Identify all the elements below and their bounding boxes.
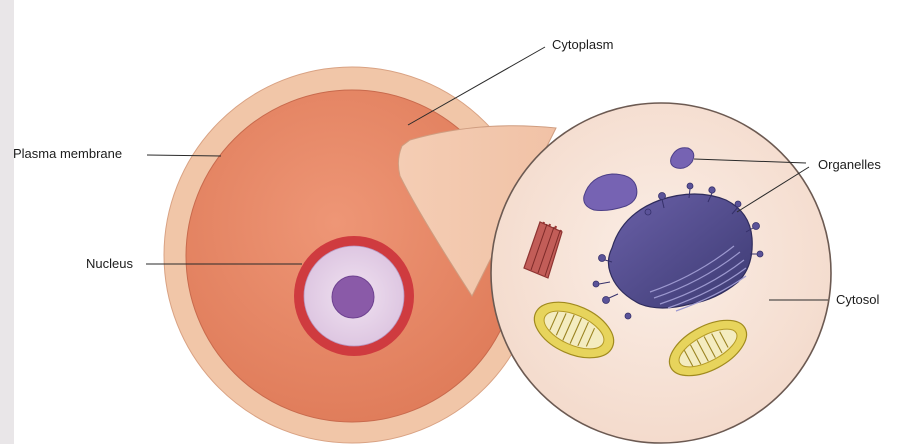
label-nucleus: Nucleus [86, 256, 133, 272]
label-organelles: Organelles [818, 157, 881, 173]
zoom-detail [491, 103, 831, 443]
nucleus [294, 236, 414, 356]
nucleolus [332, 276, 374, 318]
page-margin-tint [0, 0, 14, 444]
label-plasma-membrane: Plasma membrane [13, 146, 122, 162]
label-cytoplasm: Cytoplasm [552, 37, 613, 53]
label-cytosol: Cytosol [836, 292, 879, 308]
